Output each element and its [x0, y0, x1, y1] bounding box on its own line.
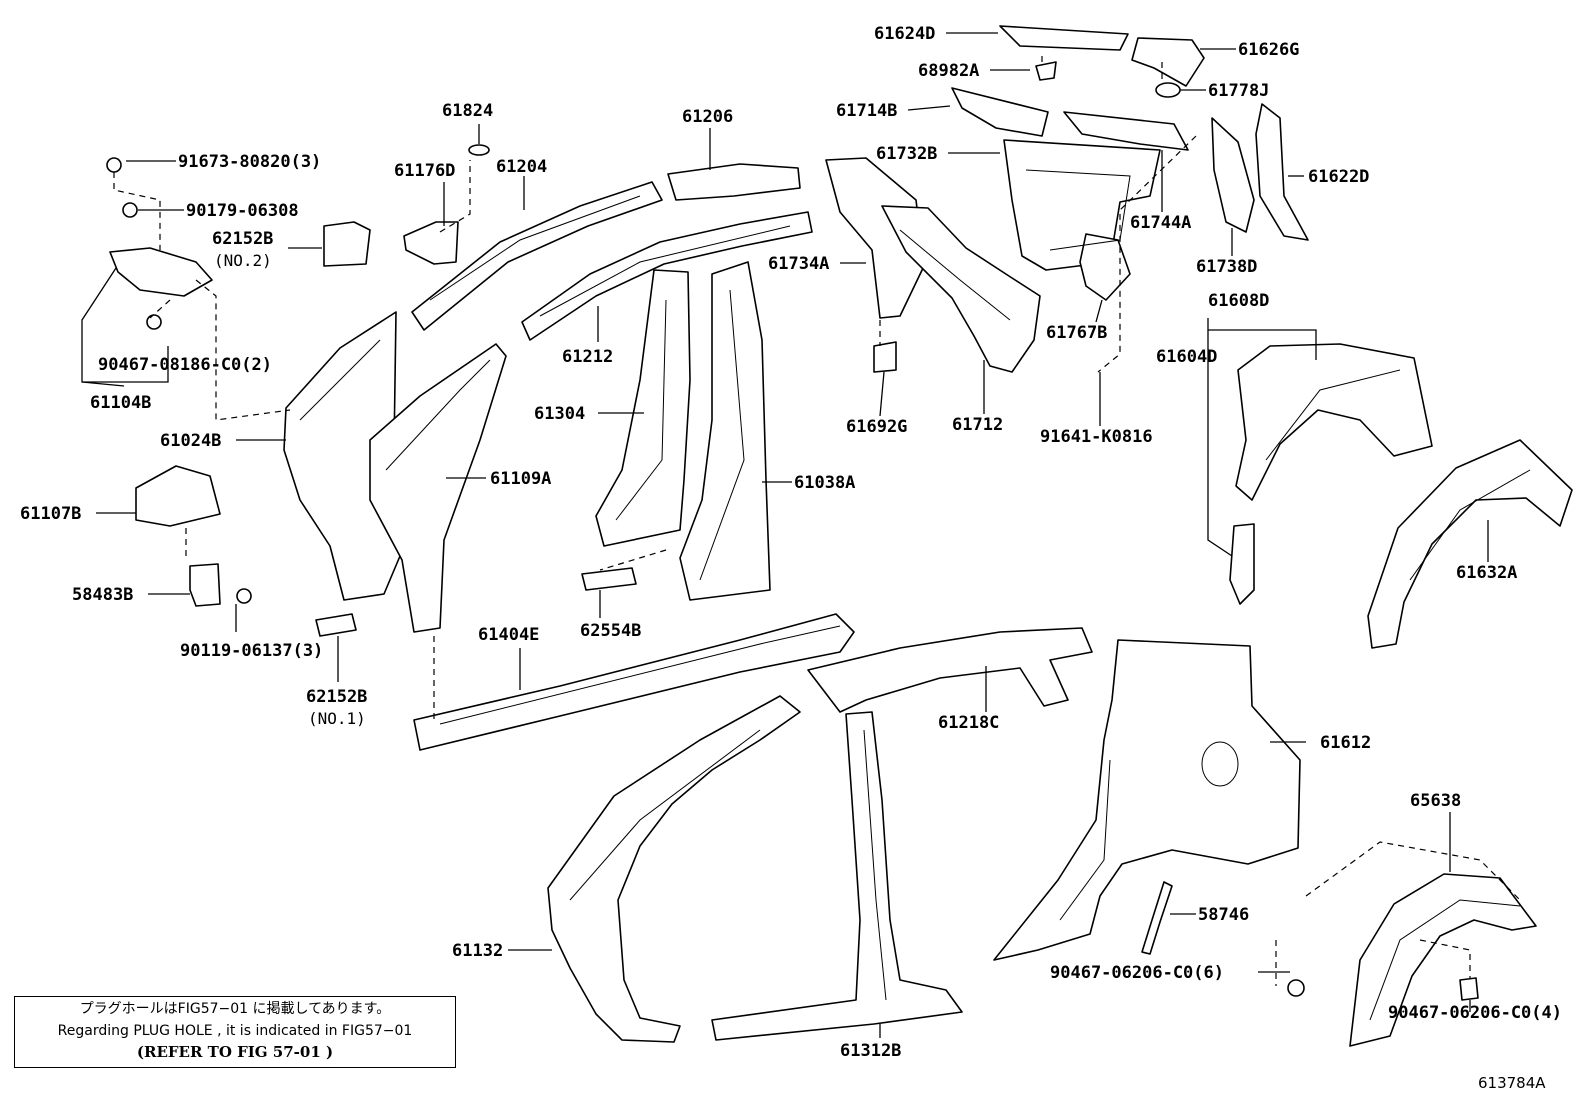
label-61714B: 61714B — [836, 101, 897, 121]
label-61712: 61712 — [952, 415, 1003, 435]
label-90467-08186: 90467-08186-C0(2) — [98, 355, 272, 375]
label-68982A: 68982A — [918, 61, 979, 81]
label-61692G: 61692G — [846, 417, 907, 437]
part-61692G — [873, 341, 897, 373]
label-61104B: 61104B — [90, 393, 151, 413]
part-58746 — [1141, 881, 1173, 955]
label-90467-06206-6: 90467-06206-C0(6) — [1050, 963, 1224, 983]
label-61176D: 61176D — [394, 161, 455, 181]
label-90179-06308: 90179-06308 — [186, 201, 299, 221]
label-61312B: 61312B — [840, 1041, 901, 1061]
label-91641-K0816: 91641-K0816 — [1040, 427, 1153, 447]
label-65638: 65638 — [1410, 791, 1461, 811]
label-61132: 61132 — [452, 941, 503, 961]
label-61778J: 61778J — [1208, 81, 1269, 101]
label-61038A: 61038A — [794, 473, 855, 493]
label-61622D: 61622D — [1308, 167, 1369, 187]
label-61212: 61212 — [562, 347, 613, 367]
label-61732B: 61732B — [876, 144, 937, 164]
label-61608D: 61608D — [1208, 291, 1269, 311]
label-61304: 61304 — [534, 404, 585, 424]
label-58483B: 58483B — [72, 585, 133, 605]
label-58746: 58746 — [1198, 905, 1249, 925]
label-90119-06137: 90119-06137(3) — [180, 641, 323, 661]
label-61738D: 61738D — [1196, 257, 1257, 277]
part-62554B — [581, 567, 637, 591]
part-61218C — [807, 627, 1093, 713]
figure-number: 613784A — [1478, 1074, 1546, 1092]
label-61604D: 61604D — [1156, 347, 1217, 367]
part-shapes — [106, 25, 1573, 1047]
reference-note-japanese: プラグホールはFIG57−01 に掲載してあります。 — [79, 1001, 391, 1017]
part-58483B — [189, 563, 221, 607]
part-90119-bolt — [236, 588, 252, 604]
part-61038A — [679, 261, 771, 601]
label-61404E: 61404E — [478, 625, 539, 645]
label-61624D: 61624D — [874, 24, 935, 44]
part-61767B — [1079, 233, 1131, 301]
reference-note-box: プラグホールはFIG57−01 に掲載してあります。 Regarding PLU… — [14, 996, 456, 1068]
label-61107B: 61107B — [20, 504, 81, 524]
part-61312B — [711, 711, 963, 1041]
part-61632A — [1367, 439, 1573, 649]
part-90467-06206-clip-6 — [1287, 979, 1305, 997]
label-61734A: 61734A — [768, 254, 829, 274]
part-61604D-brace — [1229, 523, 1255, 605]
label-61109A: 61109A — [490, 469, 551, 489]
part-61624D — [999, 25, 1129, 51]
label-61824: 61824 — [442, 101, 493, 121]
part-61204 — [411, 181, 663, 331]
reference-note-refer: (REFER TO FIG 57-01 ) — [136, 1043, 334, 1061]
part-61778J — [1155, 82, 1181, 98]
part-61744A-upper — [1063, 111, 1189, 151]
label-61204: 61204 — [496, 157, 547, 177]
label-61632A: 61632A — [1456, 563, 1517, 583]
part-labels: 61624D 61626G 68982A 61778J 61714B 61732… — [20, 24, 1562, 1061]
part-61608D — [1235, 343, 1433, 501]
label-62152B-no2: 62152B — [212, 229, 273, 249]
label-61612: 61612 — [1320, 733, 1371, 753]
part-68982A — [1035, 61, 1057, 81]
part-details — [299, 169, 1531, 1021]
part-61304 — [595, 269, 691, 547]
part-91673-bolt — [106, 157, 122, 173]
part-90467-06206-clip-4 — [1459, 977, 1479, 1001]
label-61218C: 61218C — [938, 713, 999, 733]
part-90179-nut — [122, 202, 138, 218]
part-61738D — [1211, 117, 1255, 233]
label-61767B: 61767B — [1046, 323, 1107, 343]
part-61206 — [667, 163, 801, 201]
part-61024B — [283, 311, 401, 601]
part-90467-08186-clip — [146, 314, 162, 330]
part-62152B-no1 — [315, 613, 357, 637]
label-61744A: 61744A — [1130, 213, 1191, 233]
reference-note-english: Regarding PLUG HOLE , it is indicated in… — [57, 1023, 413, 1039]
label-61024B: 61024B — [160, 431, 221, 451]
label-62152B-no1: 62152B — [306, 687, 367, 707]
assembly-dashed-lines — [113, 56, 1521, 986]
part-61622D — [1255, 103, 1309, 241]
part-61824 — [468, 144, 490, 156]
part-61734A — [825, 157, 925, 319]
leader-lines — [81, 32, 1489, 1038]
part-61212 — [521, 211, 813, 341]
label-91673-80820: 91673-80820(3) — [178, 152, 321, 172]
part-61107B — [135, 465, 221, 527]
part-61104B-bracket — [109, 247, 213, 297]
part-65638 — [1349, 873, 1537, 1047]
part-61132 — [547, 695, 801, 1043]
label-61626G: 61626G — [1238, 40, 1299, 60]
part-61714B — [951, 87, 1049, 137]
part-61176D — [403, 221, 459, 265]
label-62152B-no2-sub: (NO.2) — [214, 251, 272, 270]
part-61109A — [369, 343, 507, 633]
label-61206: 61206 — [682, 107, 733, 127]
label-62554B: 62554B — [580, 621, 641, 641]
part-61626G — [1131, 37, 1205, 87]
label-62152B-no1-sub: (NO.1) — [308, 709, 366, 728]
label-90467-06206-4: 90467-06206-C0(4) — [1388, 1003, 1562, 1023]
part-62152B-no2 — [323, 221, 371, 267]
